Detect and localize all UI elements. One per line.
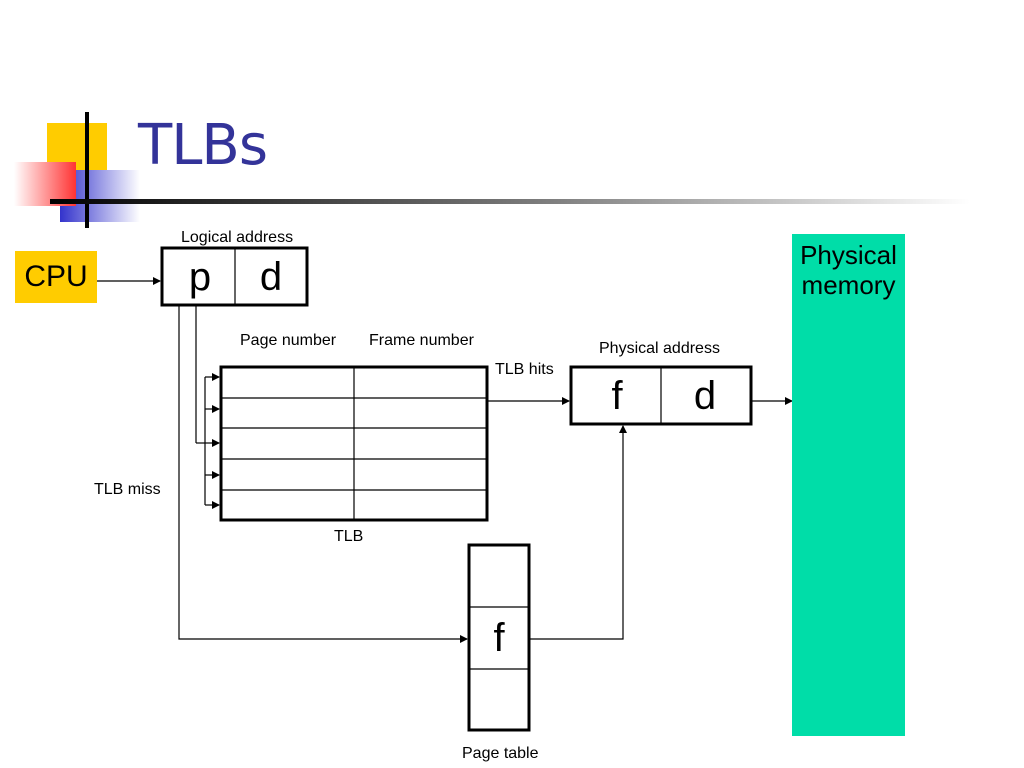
physical-memory-label-line-2: memory bbox=[801, 270, 896, 300]
physical-address-offset-field: d bbox=[693, 374, 717, 418]
cpu-label: CPU bbox=[24, 260, 88, 293]
physical-memory-label-line-1: Physical bbox=[800, 240, 897, 270]
vertical-rule bbox=[85, 112, 89, 228]
page-table-frame-entry: f bbox=[493, 616, 505, 660]
slide-decoration bbox=[14, 112, 970, 228]
page-table-to-physical-path bbox=[529, 425, 627, 640]
red-square bbox=[14, 162, 76, 206]
physical-memory-label: Physical memory bbox=[792, 240, 905, 300]
logical-address-offset-field: d bbox=[259, 255, 283, 299]
tlb-miss-path bbox=[178, 305, 468, 643]
tlb-header-frame-number: Frame number bbox=[369, 332, 474, 349]
physical-memory-block bbox=[792, 234, 905, 736]
tlb-header-page-number: Page number bbox=[240, 332, 337, 349]
physical-address-frame-field: f bbox=[611, 374, 623, 418]
page-table bbox=[467, 543, 531, 732]
logical-address-caption: Logical address bbox=[181, 229, 294, 246]
tlb-hits-label: TLB hits bbox=[495, 361, 554, 378]
page-table-caption: Page table bbox=[462, 745, 539, 762]
slide-title: TLBs bbox=[138, 113, 268, 178]
title-underline bbox=[50, 199, 970, 204]
cpu-box-shape bbox=[15, 251, 97, 303]
logical-address-page-field: p bbox=[188, 255, 212, 299]
tlb-miss-label: TLB miss bbox=[94, 481, 161, 498]
tlb-caption: TLB bbox=[334, 528, 364, 545]
physical-address-caption: Physical address bbox=[599, 340, 720, 357]
